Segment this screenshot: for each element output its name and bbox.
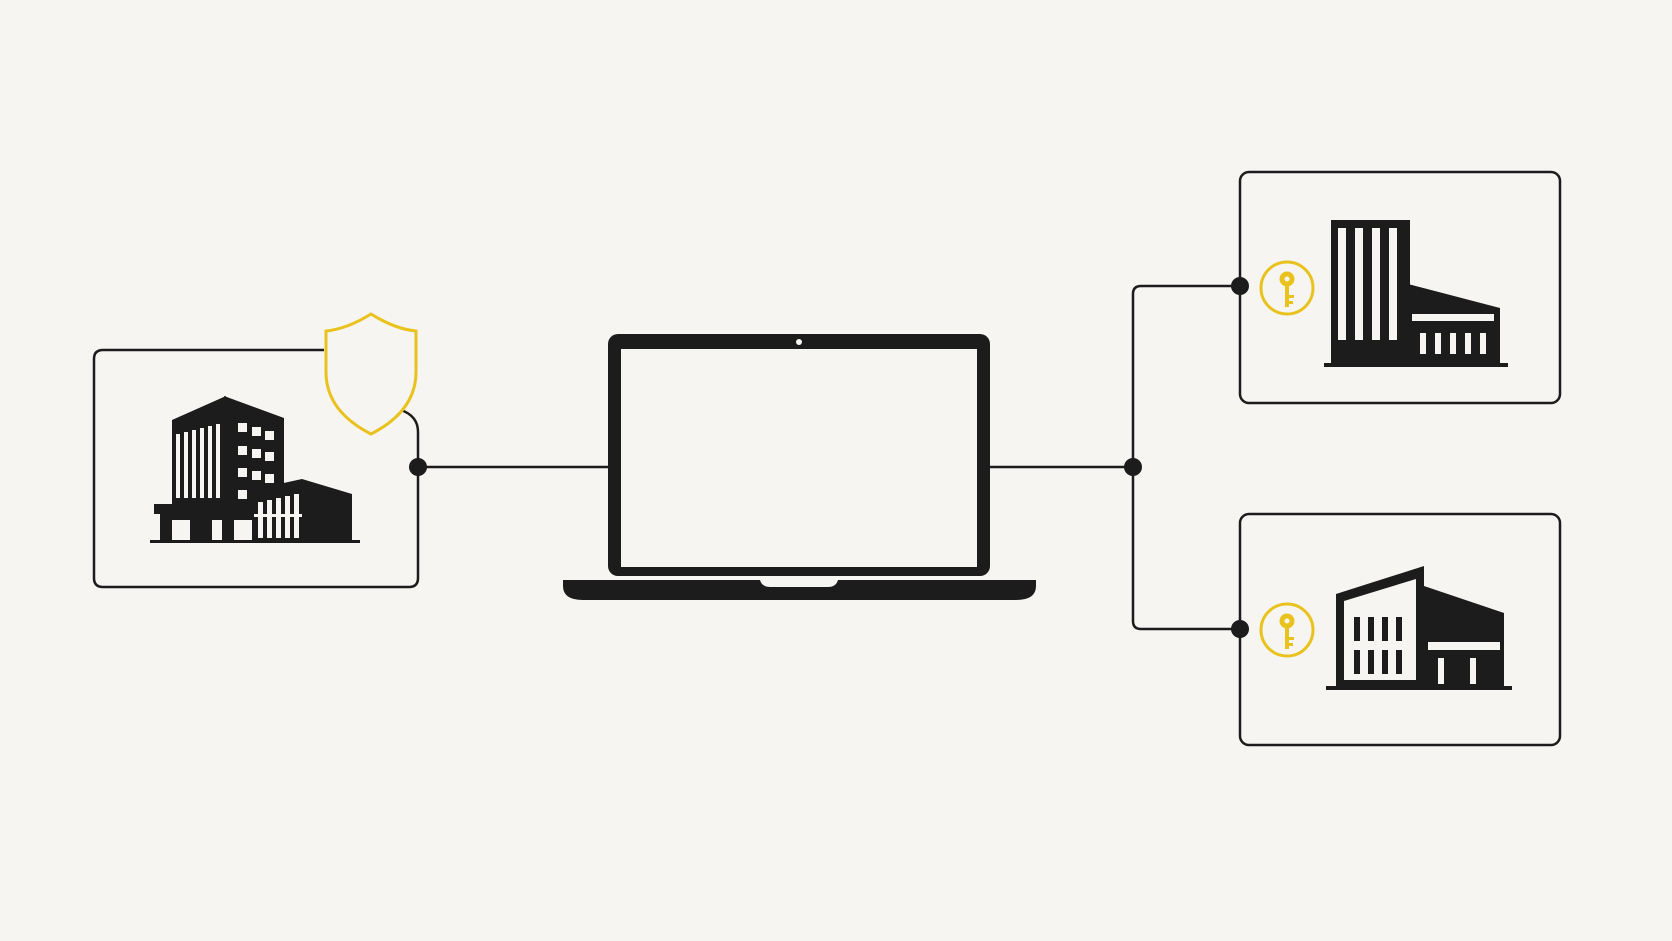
connector-junction-to-top-right [1131, 284, 1240, 467]
junction-dot-center [1124, 458, 1142, 476]
office-building-icon [150, 396, 360, 543]
key-icon [1259, 260, 1315, 316]
factory-building-icon [1324, 220, 1508, 367]
node-box-top-right [1238, 170, 1562, 405]
warehouse-building-icon [1326, 566, 1512, 690]
key-icon [1259, 602, 1315, 658]
node-office-top-right[interactable] [1238, 170, 1562, 405]
laptop-camera [796, 339, 802, 345]
laptop-screen [621, 349, 977, 567]
laptop-trackpad-notch [760, 580, 838, 587]
laptop-base [563, 580, 1036, 600]
connector-lines [400, 284, 1240, 631]
node-box-bottom-right [1238, 512, 1562, 747]
node-laptop[interactable] [563, 334, 1036, 600]
node-office-bottom-right[interactable] [1238, 512, 1562, 747]
shield-icon [324, 312, 418, 436]
connector-shield-to-box [400, 408, 420, 467]
connector-junction-to-bottom-right [1131, 467, 1240, 631]
laptop-icon [563, 334, 1036, 600]
node-office-left[interactable] [92, 312, 420, 589]
node-box-left [92, 348, 420, 589]
